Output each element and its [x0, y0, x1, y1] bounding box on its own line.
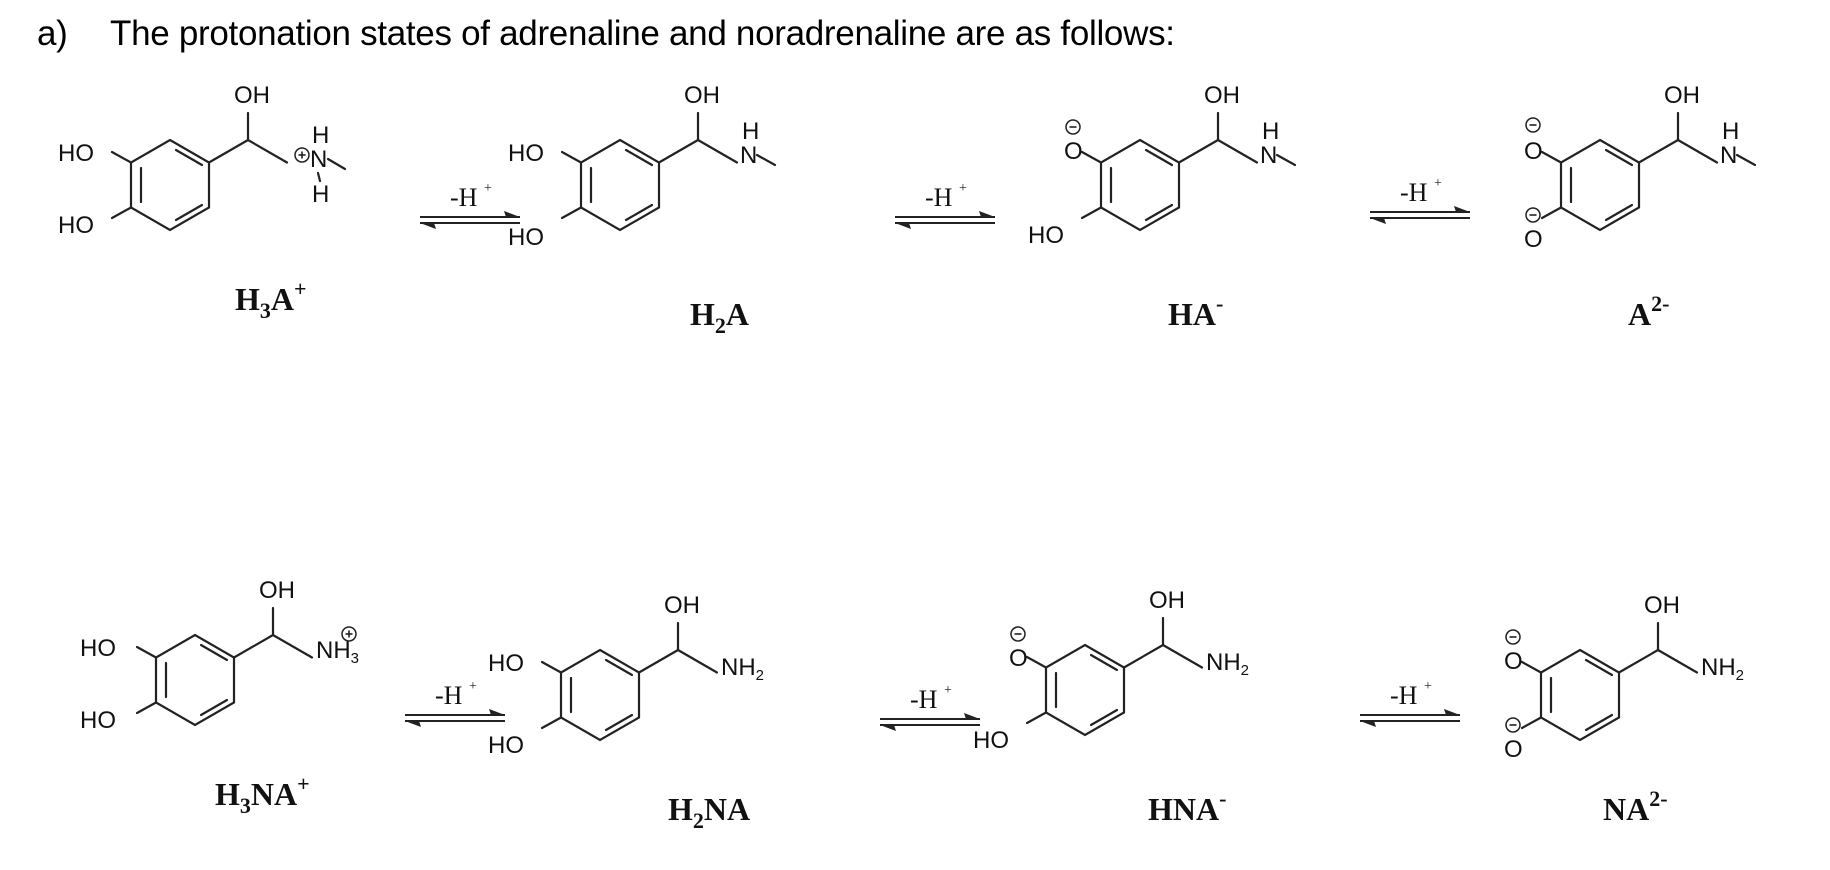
- equilibrium-arrow-icon: [404, 708, 506, 728]
- atom-OH: OH: [234, 82, 270, 109]
- species-label-HNA-minus: HNA-: [1148, 786, 1226, 827]
- atom-HO-top: HO: [80, 635, 116, 662]
- atom-OH: OH: [1664, 82, 1700, 109]
- equilibrium-arrow-icon: [894, 210, 996, 230]
- equilibrium-arrow-2: -H +: [894, 181, 996, 230]
- question-text: The protonation states of adrenaline and…: [110, 14, 1175, 53]
- species-label-NA-2minus: NA2-: [1603, 786, 1668, 827]
- atom-N: N: [310, 146, 327, 173]
- catechol-skeleton: [1025, 616, 1204, 737]
- arrow-label: -H: [450, 183, 478, 212]
- atom-HO-bottom: HO: [58, 212, 94, 239]
- catechol-skeleton: [135, 606, 314, 727]
- catechol-skeleton: [540, 621, 719, 742]
- arrow-label-sup: +: [1424, 679, 1432, 694]
- atom-H: H: [1262, 118, 1279, 145]
- atom-H-bottom: H: [312, 181, 329, 208]
- atom-OH: OH: [1644, 592, 1680, 619]
- atom-HO-bottom: HO: [508, 224, 544, 251]
- arrow-label-sup: +: [1434, 176, 1442, 191]
- equilibrium-arrow-icon: [419, 210, 521, 230]
- equilibrium-arrow-6: -H +: [1359, 679, 1461, 728]
- atom-N: N: [1720, 142, 1737, 169]
- atom-OH: OH: [684, 82, 720, 109]
- atom-O-minus-top: O: [1504, 648, 1523, 675]
- molecule-NA-2minus: O O OH NH2: [1504, 592, 1744, 763]
- species-label-H2NA: H2NA: [668, 791, 750, 833]
- equilibrium-arrow-5: -H +: [879, 683, 981, 732]
- atom-OH: OH: [664, 592, 700, 619]
- negative-charge-icon-top: [1525, 117, 1541, 133]
- negative-charge-icon-bottom: [1505, 717, 1521, 733]
- atom-HO-bottom: HO: [973, 727, 1009, 754]
- arrow-label-sup: +: [959, 181, 967, 196]
- species-label-H3NA-plus: H3NA+: [215, 771, 310, 818]
- atom-O-minus-bottom: O: [1504, 736, 1523, 763]
- negative-charge-icon: [1010, 626, 1026, 642]
- atom-HO-bottom: HO: [80, 707, 116, 734]
- arrow-label: -H: [910, 685, 938, 714]
- atom-N: N: [740, 142, 757, 169]
- negative-charge-icon-top: [1505, 629, 1521, 645]
- question-part-label: a): [37, 14, 68, 53]
- molecule-H2NA: HO HO OH NH2: [488, 592, 764, 759]
- molecule-H3A-plus: HO HO OH N H H: [58, 82, 347, 239]
- arrow-label: -H: [1400, 178, 1428, 207]
- catechol-skeleton: [1520, 621, 1699, 742]
- species-label-H2A: H2A: [690, 296, 749, 338]
- atom-HO-bottom: HO: [488, 732, 524, 759]
- arrow-label-sup: +: [944, 683, 952, 698]
- molecule-H3NA-plus: HO HO OH NH3: [80, 577, 359, 734]
- molecule-HNA-minus: O HO OH NH2: [973, 587, 1249, 754]
- atom-NH2: NH2: [1206, 649, 1249, 679]
- molecule-H2A: HO HO OH N H: [508, 82, 777, 251]
- arrow-label: -H: [435, 681, 463, 710]
- positive-charge-icon: [294, 147, 310, 163]
- atom-NH2: NH2: [721, 654, 764, 684]
- atom-HO-top: HO: [488, 650, 524, 677]
- atom-OH: OH: [259, 577, 295, 604]
- atom-OH: OH: [1149, 587, 1185, 614]
- molecule-HA-minus: O HO OH N H: [1028, 82, 1297, 249]
- species-label-H3A-plus: H3A+: [235, 276, 307, 323]
- atom-H: H: [742, 118, 759, 145]
- atom-H: H: [1722, 118, 1739, 145]
- atom-HO-top: HO: [508, 140, 544, 167]
- species-label-HA-minus: HA-: [1168, 291, 1223, 332]
- atom-HO-bottom: HO: [1028, 222, 1064, 249]
- atom-NH2: NH2: [1701, 654, 1744, 684]
- atom-N: N: [1260, 142, 1277, 169]
- negative-charge-icon-bottom: [1525, 207, 1541, 223]
- atom-OH: OH: [1204, 82, 1240, 109]
- catechol-skeleton: [560, 111, 739, 232]
- atom-NH3: NH3: [316, 637, 359, 667]
- arrow-label-sup: +: [469, 679, 477, 694]
- atom-O-minus: O: [1009, 645, 1028, 672]
- equilibrium-arrow-3: -H +: [1369, 176, 1471, 225]
- atom-O-minus-top: O: [1524, 138, 1543, 165]
- atom-O-minus-bottom: O: [1524, 226, 1543, 253]
- negative-charge-icon: [1065, 119, 1081, 135]
- equilibrium-arrow-icon: [879, 712, 981, 732]
- catechol-skeleton: [110, 111, 289, 232]
- catechol-skeleton: [1540, 111, 1719, 232]
- equilibrium-arrow-icon: [1359, 708, 1461, 728]
- catechol-skeleton: [1080, 111, 1259, 232]
- atom-H-top: H: [312, 122, 329, 149]
- arrow-label: -H: [1390, 681, 1418, 710]
- arrow-label: -H: [925, 183, 953, 212]
- atom-O-minus: O: [1064, 138, 1083, 165]
- equilibrium-arrow-icon: [1369, 205, 1471, 225]
- species-label-A-2minus: A2-: [1628, 291, 1669, 332]
- molecule-A-2minus: O O OH N H: [1524, 82, 1757, 253]
- arrow-label-sup: +: [484, 181, 492, 196]
- atom-HO-top: HO: [58, 140, 94, 167]
- question-title: a) The protonation states of adrenaline a…: [37, 14, 1175, 54]
- equilibrium-arrow-1: -H +: [419, 181, 521, 230]
- equilibrium-arrow-4: -H +: [404, 679, 506, 728]
